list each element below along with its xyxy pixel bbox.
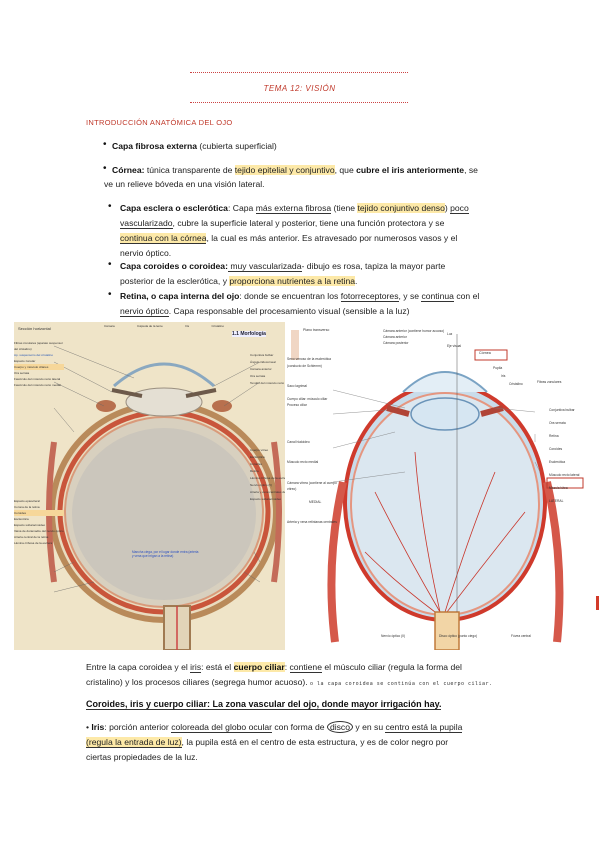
page-edge-marker — [596, 596, 599, 610]
text: : está el — [201, 662, 234, 672]
plane-label: Plano transverso — [303, 328, 330, 332]
paragraph-retina: Retina, o capa interna del ojo: donde se… — [120, 289, 520, 319]
term-cornea: Córnea: — [112, 165, 145, 175]
text: . — [355, 276, 358, 286]
text: (tiene — [331, 203, 358, 213]
text: (cubierta superficial) — [197, 141, 277, 151]
text: : Capa — [227, 203, 256, 213]
bullet-icon: • — [108, 201, 112, 212]
text: con forma de — [272, 722, 327, 732]
top-dotted-rule — [190, 72, 408, 73]
text: ) — [444, 203, 451, 213]
circled-word: disco — [326, 721, 353, 733]
term-capa-fibrosa: Capa fibrosa externa — [112, 141, 198, 151]
text: - dibujo es rosa, tapiza la mayor parte — [301, 261, 446, 271]
cornea-box-label: Córnea — [479, 351, 491, 355]
pupil-label: Pupila — [493, 366, 503, 370]
eye-transverse-illustration — [285, 322, 589, 650]
paragraph-esclera: Capa esclera o esclerótica: Capa más ext… — [120, 201, 520, 261]
term-iris: Iris — [91, 722, 105, 732]
text: y en su — [353, 722, 386, 732]
paragraph-cuerpo-ciliar: Entre la capa coroidea y el iris: está e… — [86, 660, 526, 692]
text: con el — [453, 291, 480, 301]
zonular-label: Fibras zonulares — [537, 380, 562, 384]
text: , la cual es más anterior. Es atravesado… — [206, 233, 458, 243]
bullet-icon: • — [103, 163, 107, 174]
underline: vascularizado — [120, 218, 173, 229]
term-esclera: Capa esclera o esclerótica — [120, 203, 228, 213]
underline: continua — [421, 291, 454, 302]
left-labels: Fibras zonulares (aparato suspensor del … — [14, 341, 64, 545]
underline: iris — [190, 662, 202, 673]
paragraph-cornea-line2: ve un relieve bóveda en una visión later… — [104, 179, 265, 189]
highlight: continua con la córnea — [120, 233, 207, 244]
underline: coloreada del globo ocular — [171, 722, 272, 733]
highlight: tejido epitelial y conjuntivo — [234, 165, 335, 175]
highlight: tejido conjuntivo denso — [357, 203, 445, 213]
paragraph-coroides: Capa coroides o coroidea: muy vasculariz… — [120, 259, 520, 289]
term-coroides: Capa coroides o coroidea: — [120, 261, 228, 271]
visual-axis-label: Eje visual — [447, 344, 462, 348]
paragraph-iris: • Iris: porción anterior coloreada del g… — [86, 721, 463, 762]
underline: fotorreceptores — [340, 291, 399, 302]
text: nervio óptico. — [120, 248, 172, 258]
highlight: cuerpo ciliar — [233, 662, 285, 672]
text: posterior de la esclerótica, y — [120, 276, 230, 286]
text: ciertas propiedades de la luz. — [86, 752, 198, 762]
text: . Capa responsable del procesamiento vis… — [168, 306, 410, 316]
handwritten-note: o la capa coroidea se continúa con el cu… — [310, 681, 493, 687]
right-fig-bottom-labels: Nervio óptico (II)Disco óptico (punto ci… — [381, 634, 531, 638]
figure-label: Sección horizontal — [18, 326, 51, 331]
underline: poco — [450, 203, 469, 214]
light-label: Luz — [447, 332, 453, 336]
highlight: (regula la entrada de luz) — [86, 737, 182, 748]
text: el músculo ciliar (regula la forma del — [322, 662, 462, 672]
figure-badge: 1.1 Morfología — [232, 331, 266, 337]
page-title: TEMA 12: VISIÓN — [263, 84, 336, 93]
term-retina: Retina, o capa interna del ojo — [120, 291, 240, 301]
text: , y se — [398, 291, 422, 301]
text: cristalino) y los procesos ciliares (seg… — [86, 677, 308, 687]
text: : porción anterior — [104, 722, 172, 732]
underline: La zona vascular del ojo, donde mayor ir… — [212, 699, 442, 710]
right-fig-left-labels: Seno venoso de la esclerótica (conducto … — [287, 357, 337, 524]
text: : donde se encuentran los — [239, 291, 341, 301]
iris-label: Iris — [501, 374, 506, 378]
text: , la pupila está en el centro de esta es… — [181, 737, 449, 747]
text: , cubre la superficie lateral y posterio… — [172, 218, 445, 228]
eye-transverse-figure: Plano transverso Seno venoso de la escle… — [285, 322, 589, 650]
bold-text: Coroides, iris y cuerpo ciliar: — [86, 699, 213, 710]
eye-section-figure: Sección horizontal 1.1 Morfología Fibras… — [14, 322, 302, 650]
bottom-dotted-rule — [190, 102, 408, 103]
bullet-icon: • — [108, 289, 112, 300]
highlight: proporciona nutrientes a la retina — [229, 276, 356, 286]
text: túnica transparente de — [144, 165, 235, 175]
lens-label: Cristalino — [509, 382, 523, 386]
right-fig-top-labels: Cámara anterior (contiene humor acuoso)C… — [383, 329, 445, 345]
text: , se — [464, 165, 478, 175]
underline: nervio óptico — [120, 306, 169, 317]
paragraph-cornea: Córnea: túnica transparente de tejido ep… — [112, 163, 532, 178]
underline: contiene — [289, 662, 322, 673]
bullet-icon: • — [108, 259, 112, 270]
text: Entre la capa coroidea y el — [86, 662, 191, 672]
underline: muy vascularizada — [227, 261, 302, 272]
underline: centro está la pupila — [385, 722, 463, 733]
text: , que — [334, 165, 357, 175]
underline: más externa fibrosa — [255, 203, 332, 214]
section-heading: INTRODUCCIÓN ANATÓMICA DEL OJO — [86, 118, 233, 127]
blind-spot-note: Mancha ciega, por el lugar donde entra (… — [132, 550, 199, 558]
bullet-icon: • — [103, 139, 107, 150]
text: : — [284, 662, 290, 672]
paragraph-fibrosa: Capa fibrosa externa (cubierta superfici… — [112, 139, 277, 154]
paragraph-zona-vascular: Coroides, iris y cuerpo ciliar: La zona … — [86, 697, 526, 712]
bold-text: cubre el iris anteriormente — [356, 165, 465, 175]
